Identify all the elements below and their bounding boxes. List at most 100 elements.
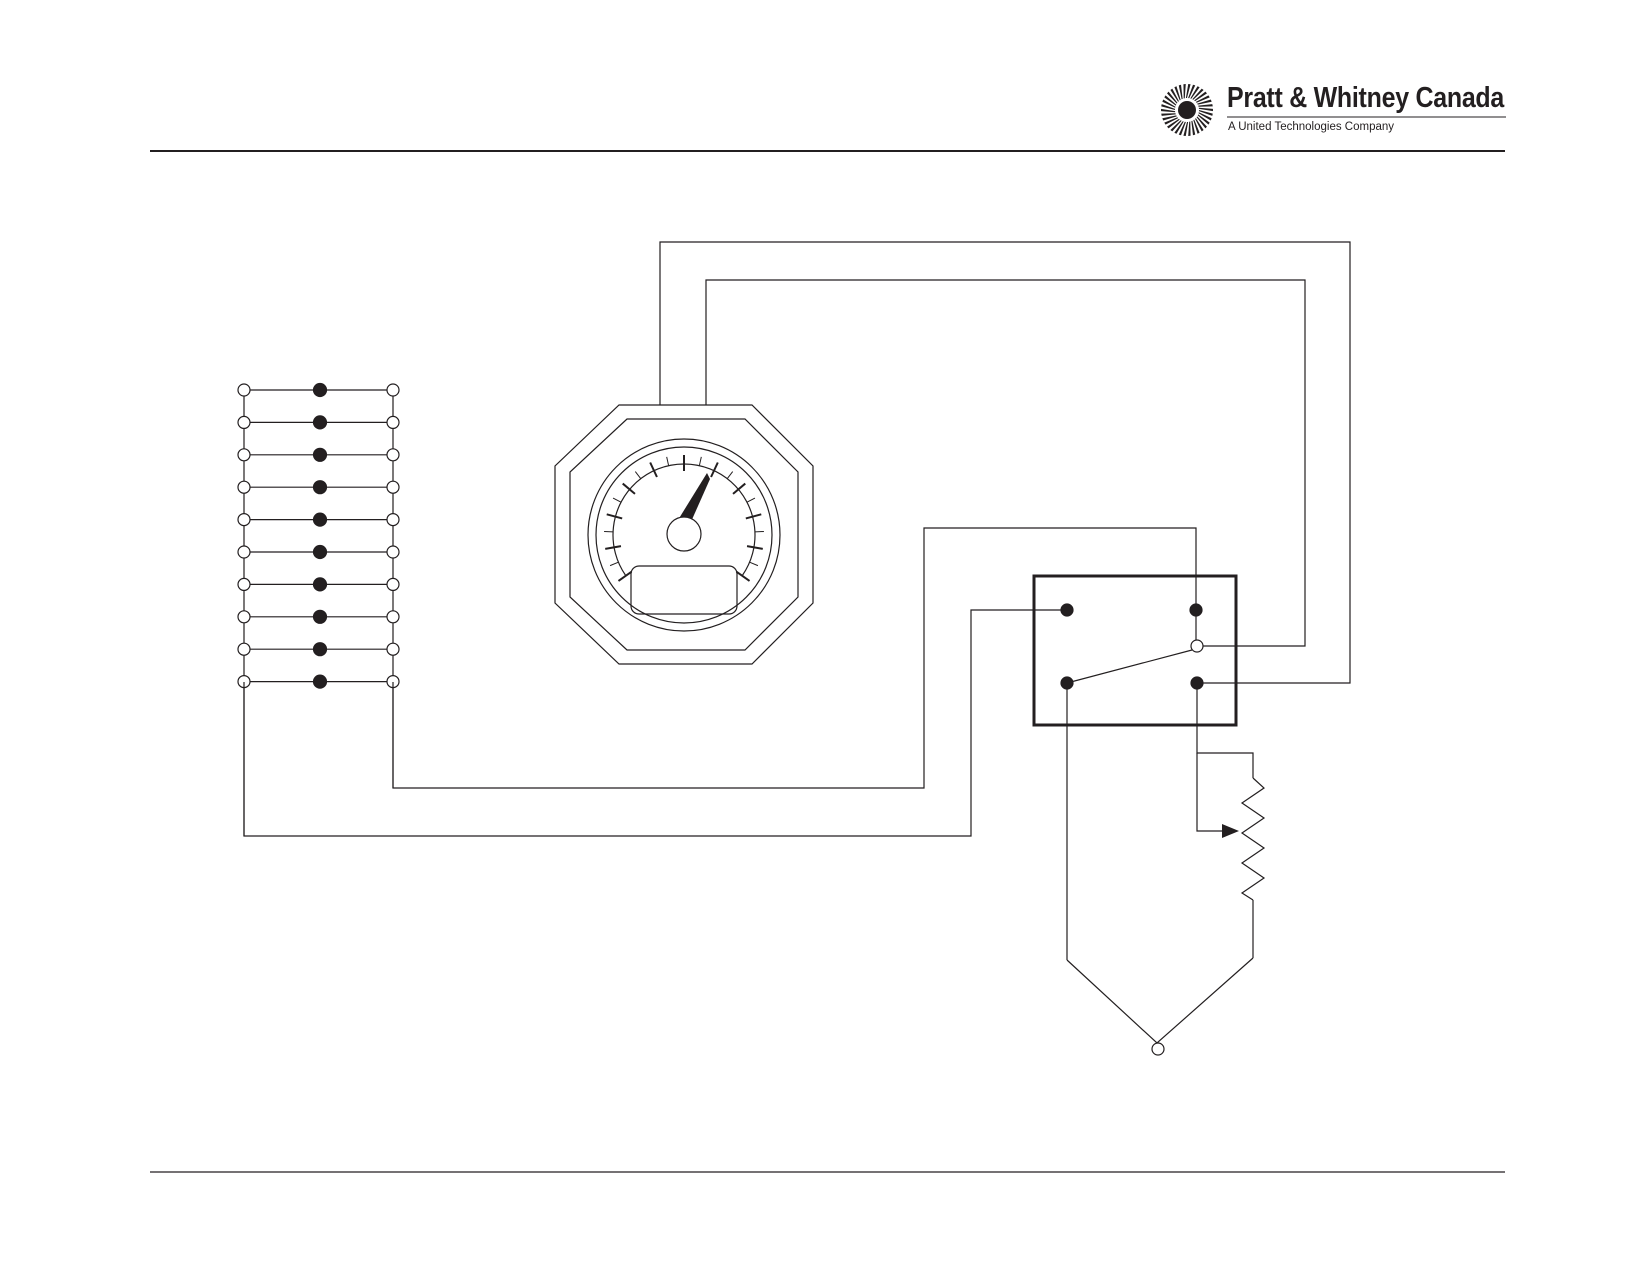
terminal-strip-center-node — [312, 480, 328, 495]
logo-blade — [1161, 113, 1176, 116]
company-tagline: A United Technologies Company — [1228, 121, 1395, 133]
logo-blade — [1191, 120, 1196, 136]
switch-box — [1032, 574, 1238, 727]
gauge-major-tick — [745, 513, 762, 520]
terminal-strip-right-terminal — [386, 512, 400, 527]
logo-blade — [1164, 95, 1177, 106]
terminal-strip-center-node — [312, 447, 328, 462]
logo-blade — [1162, 115, 1177, 121]
logo-blade — [1161, 104, 1176, 110]
gauge-dial-outer — [587, 438, 781, 632]
gauge-dial-inner — [595, 446, 773, 624]
logo-blade — [1170, 88, 1179, 102]
gauge-minor-tick — [666, 456, 670, 466]
logo-blade — [1170, 120, 1182, 132]
logo-blade — [1198, 107, 1213, 112]
terminal-strip-center-node — [312, 642, 328, 657]
logo-blade — [1195, 95, 1210, 103]
logo-blade — [1167, 118, 1180, 129]
gauge-major-tick — [710, 462, 719, 478]
gauge-hub — [666, 516, 702, 552]
logo-blade — [1198, 110, 1213, 116]
gauge-major-tick — [622, 482, 636, 495]
logo-blade — [1161, 108, 1176, 113]
terminal-strip-left-terminal — [237, 642, 251, 656]
terminal-strip — [237, 382, 400, 836]
gauge-minor-tick — [609, 561, 619, 567]
gauge — [554, 404, 814, 665]
terminal-strip-right-terminal — [386, 448, 400, 462]
gauge-scale-arc — [612, 463, 756, 577]
switch-terminal-top-right — [1189, 603, 1203, 617]
logo-blade — [1174, 121, 1184, 134]
gauge-minor-tick — [726, 471, 734, 479]
logo-blade — [1190, 86, 1200, 99]
logo-blade — [1188, 84, 1196, 99]
terminal-strip-left-terminal — [237, 415, 251, 429]
logo-blade — [1183, 84, 1186, 99]
gauge-octagon-inner — [569, 418, 799, 651]
gauge-minor-tick — [698, 456, 702, 466]
logo-blade — [1193, 119, 1200, 134]
variable-resistor-icon — [1240, 777, 1266, 901]
gauge-octagon-outer — [554, 404, 814, 665]
terminal-strip-center-node — [312, 382, 328, 398]
terminal-strip-center-node — [312, 609, 328, 624]
terminal-strip-right-terminal — [386, 545, 400, 559]
terminal-strip-center-node — [312, 415, 328, 430]
wire-gauge-inner-loop — [705, 279, 1306, 647]
terminal-strip-right-terminal — [386, 577, 400, 592]
terminal-strip-center-node — [312, 674, 328, 689]
logo-blade — [1197, 114, 1210, 125]
logo-blade — [1192, 88, 1204, 100]
gauge-major-tick — [735, 570, 751, 582]
logo-blade — [1174, 86, 1181, 101]
switch-terminal-top-left — [1060, 603, 1074, 617]
logo-hub — [1178, 101, 1196, 119]
terminal-strip-center-node — [312, 544, 328, 560]
terminal-strip-left-terminal — [237, 448, 251, 462]
logo-blade — [1185, 84, 1191, 99]
terminal-strip-left-terminal — [237, 512, 251, 527]
logo-blade — [1178, 121, 1186, 136]
turbine-burst-logo-icon — [1161, 84, 1213, 136]
gauge-needle-icon — [678, 473, 710, 524]
wire-strip-right-to-switch — [392, 527, 1197, 789]
terminal-strip-right-terminal — [386, 383, 400, 397]
ground-terminal — [1151, 1042, 1165, 1056]
terminal-strip-left-terminal — [237, 545, 251, 559]
terminal-strip-left-terminal — [237, 480, 251, 494]
terminal-strip-right-terminal — [386, 610, 400, 624]
logo-blade — [1164, 117, 1179, 125]
wire-wiper — [1196, 753, 1224, 832]
logo-blade — [1196, 116, 1207, 129]
gauge-major-tick — [617, 570, 633, 582]
switch-terminal-mid-right — [1190, 639, 1204, 653]
wiper-arrow-icon — [1222, 824, 1239, 838]
terminal-strip-left-terminal — [237, 383, 251, 397]
gauge-major-tick — [606, 513, 623, 520]
terminal-strip-right-terminal — [386, 415, 400, 429]
wire-gauge-outer-loop — [659, 241, 1351, 684]
logo-blade — [1162, 99, 1176, 108]
gauge-minor-tick — [746, 497, 756, 503]
logo-blade — [1167, 91, 1178, 104]
wire-ground-v — [1066, 957, 1254, 1044]
logo-blade — [1198, 104, 1213, 107]
logo-blade — [1197, 99, 1212, 105]
wire-strip-left-to-switch — [243, 609, 1067, 837]
terminal-strip-left-terminal — [237, 610, 251, 624]
terminal-strip-right-terminal — [386, 642, 400, 656]
gauge-display-window — [630, 565, 738, 615]
gauge-major-tick — [605, 545, 622, 550]
logo-blade — [1183, 121, 1189, 136]
logo-blade — [1195, 118, 1204, 132]
switch-housing — [1032, 574, 1238, 727]
gauge-major-tick — [732, 482, 746, 495]
switch-lever — [1066, 649, 1193, 684]
gauge-major-tick — [649, 462, 658, 478]
logo-blade — [1188, 121, 1191, 136]
terminal-strip-center-node — [312, 512, 328, 527]
gauge-minor-tick — [634, 471, 642, 479]
